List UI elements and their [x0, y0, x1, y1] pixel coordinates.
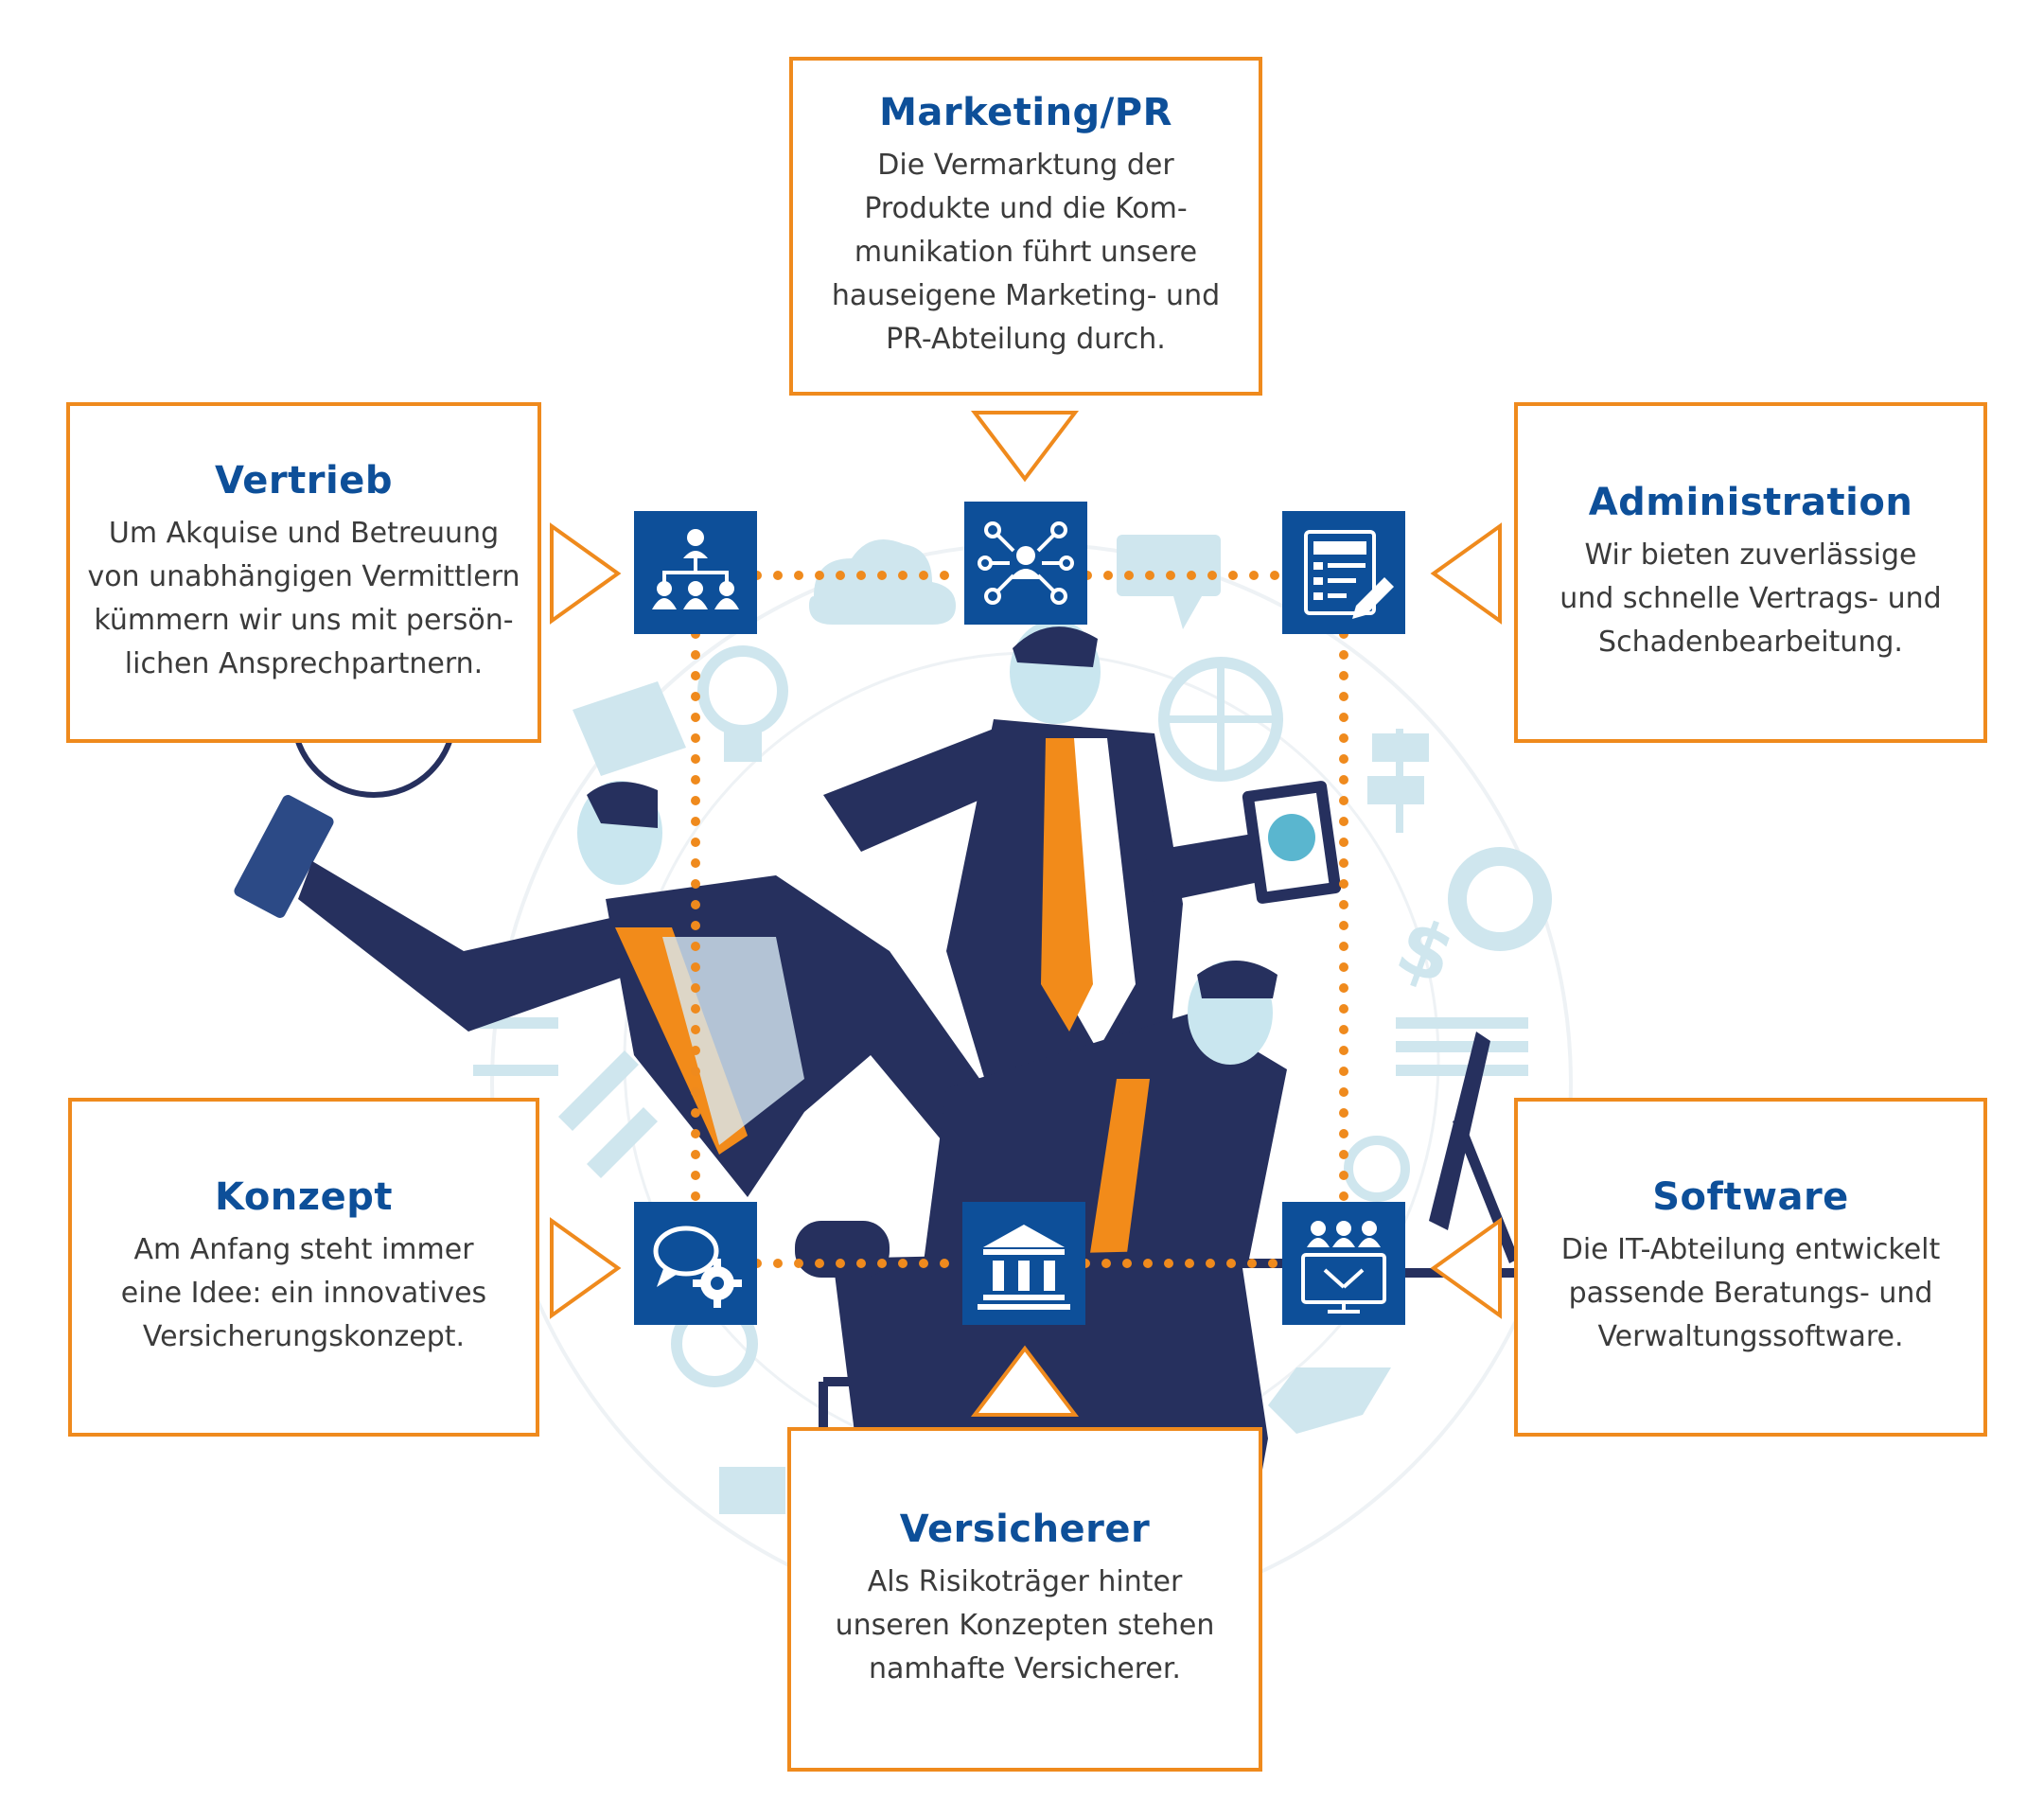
versicherer-box: Versicherer Als Risikoträger hinter unse…: [787, 1427, 1262, 1772]
administration-box: Administration Wir bieten zuverlässige u…: [1514, 402, 1987, 743]
network-people-icon: [964, 502, 1087, 625]
bank-building-icon: [962, 1202, 1085, 1325]
document-icon: [719, 1467, 785, 1514]
document-edit-icon: [1282, 511, 1405, 634]
chat-gear-icon: [634, 1202, 757, 1325]
marketing-pr-box: Marketing/PR Die Vermarktung der Produkt…: [789, 57, 1262, 396]
marketing-pr-text: Die Vermarktung der Produkte und die Kom…: [831, 149, 1221, 356]
vertrieb-box: Vertrieb Um Akquise und Betreuung von un…: [66, 402, 541, 743]
speech-bubble-icon: [1117, 535, 1221, 596]
envelope-icon: [573, 681, 686, 776]
figure-left: [298, 781, 1003, 1197]
konzept-box: Konzept Am Anfang steht immer eine Idee:…: [68, 1098, 539, 1437]
software-title: Software: [1652, 1175, 1849, 1219]
konzept-text: Am Anfang steht immer eine Idee: ein inn…: [120, 1233, 487, 1353]
at-sign-icon: [1344, 1136, 1410, 1202]
konzept-title: Konzept: [215, 1175, 393, 1219]
versicherer-text: Als Risikoträger hinter unseren Konzepte…: [835, 1565, 1215, 1685]
dollar-icon: $: [1385, 901, 1465, 1001]
software-box: Software Die IT-Abteilung entwickelt pas…: [1514, 1098, 1987, 1437]
software-text: Die IT-Abteilung entwickelt passende Ber…: [1560, 1233, 1941, 1353]
lightbulb-icon: [697, 645, 788, 736]
cloud-icon: [809, 539, 956, 625]
team-monitor-icon: [1282, 1202, 1405, 1325]
org-chart-icon: [634, 511, 757, 634]
versicherer-title: Versicherer: [899, 1508, 1151, 1551]
administration-title: Administration: [1588, 481, 1913, 524]
marketing-pr-title: Marketing/PR: [879, 91, 1172, 134]
vertrieb-title: Vertrieb: [215, 459, 393, 503]
stripes-icon: [558, 1050, 658, 1178]
vertrieb-text: Um Akquise und Betreuung von unabhängige…: [87, 517, 520, 680]
gear-icon: [1448, 847, 1552, 951]
administration-text: Wir bieten zuverlässige und schnelle Ver…: [1559, 538, 1942, 659]
handshake-icon: [1268, 1367, 1391, 1434]
